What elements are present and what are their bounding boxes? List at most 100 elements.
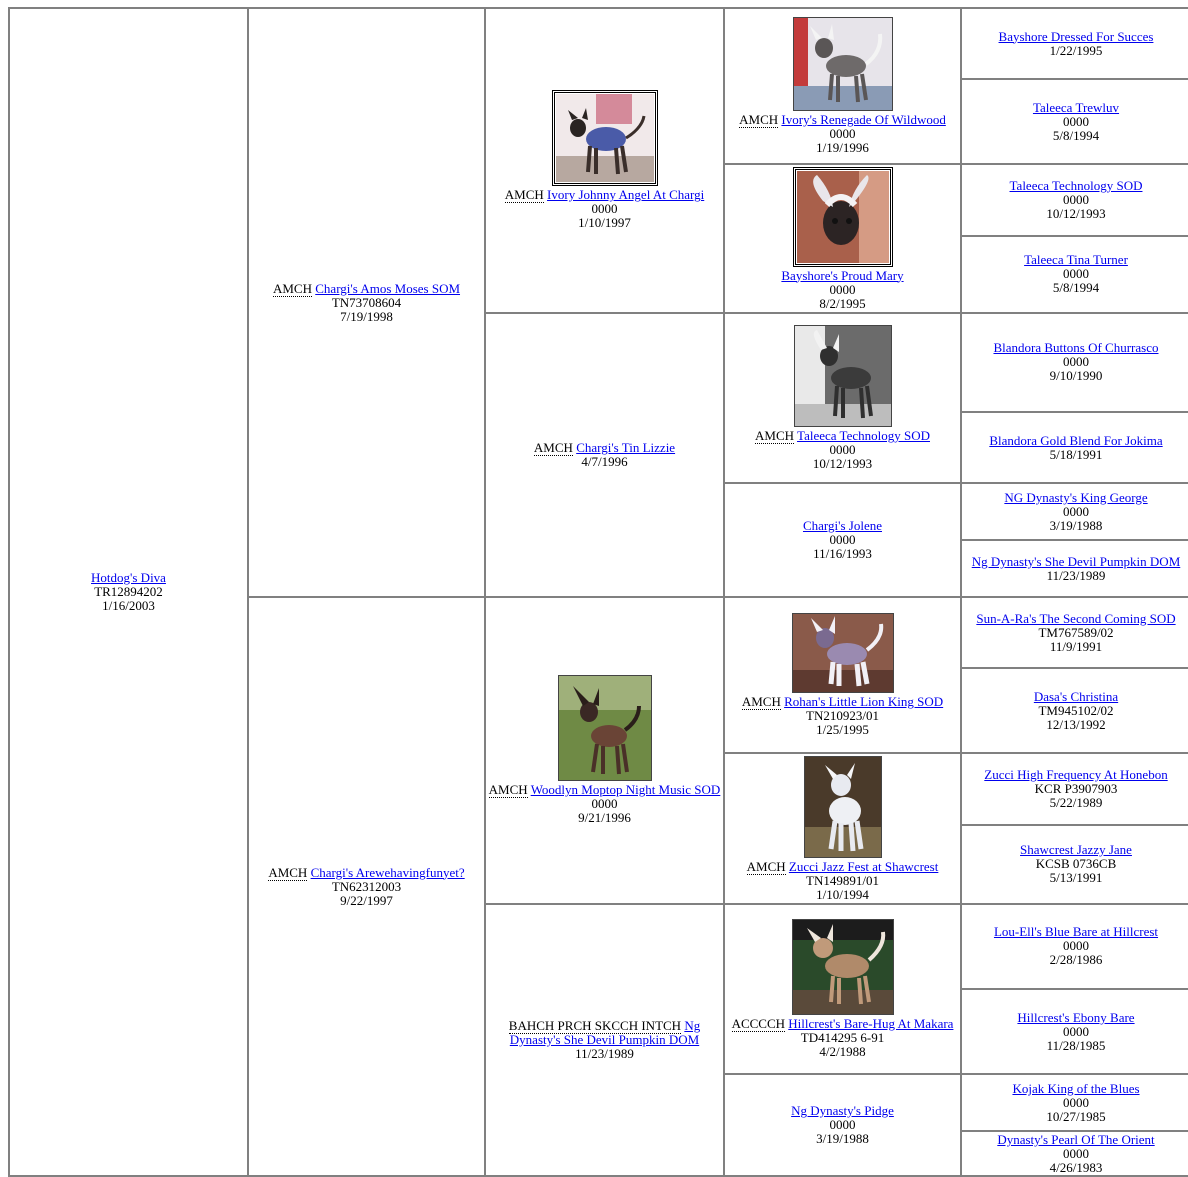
gen4-1-dob: 8/2/1995 [819, 295, 866, 311]
gen5-4-cell: Blandora Buttons Of Churrasco 0000 9/10/… [960, 311, 1188, 414]
gen3-1-link[interactable]: Chargi's Tin Lizzie [576, 439, 676, 455]
gen3-1-dob: 4/7/1996 [581, 453, 628, 469]
gen3-1-title: AMCH [533, 439, 573, 456]
gen5-1-link[interactable]: Taleeca Trewluv [1032, 99, 1120, 115]
gen5-1-dob: 5/8/1994 [1052, 127, 1100, 143]
dog-photo-hillcrests-bare-hug[interactable] [791, 919, 894, 1016]
gen5-2-cell: Taleeca Technology SOD 0000 10/12/1993 [960, 163, 1188, 237]
gen4-7-reg: 0000 [829, 1117, 856, 1133]
gen4-1-link[interactable]: Bayshore's Proud Mary [781, 267, 904, 283]
gen4-6-dob: 4/2/1988 [819, 1044, 866, 1060]
gen4-2-dob: 10/12/1993 [812, 456, 873, 471]
gen5-5-link[interactable]: Blandora Gold Blend For Jokima [989, 432, 1163, 448]
gen5-3-dob: 5/8/1994 [1052, 280, 1100, 296]
dam-reg: TN62312003 [331, 878, 402, 894]
dog-photo-ivorys-renegade[interactable] [792, 17, 893, 112]
gen5-3-link[interactable]: Taleeca Tina Turner [1024, 252, 1128, 268]
subject-cell: Hotdog's Diva TR12894202 1/16/2003 [8, 7, 249, 1177]
gen5-12-reg: 0000 [1063, 938, 1089, 954]
gen4-1-reg: 0000 [829, 281, 856, 297]
gen5-10-reg: KCR P3907903 [1034, 781, 1118, 797]
gen3-2-title: AMCH [488, 782, 528, 799]
gen5-12-cell: Lou-Ell's Blue Bare at Hillcrest 0000 2/… [960, 902, 1188, 991]
gen4-7-dob: 3/19/1988 [816, 1131, 869, 1147]
gen5-6-dob: 3/19/1988 [1049, 517, 1103, 533]
sire-dam-cell: AMCH Chargi's Tin Lizzie 4/7/1996 [484, 311, 725, 599]
gen4-5-title: AMCH [746, 858, 786, 875]
gen4-2-title: AMCH [755, 428, 795, 444]
gen5-10-dob: 5/22/1989 [1049, 795, 1103, 811]
dog-photo-woodlyn-moptop[interactable] [557, 675, 652, 782]
gen4-5-link[interactable]: Zucci Jazz Fest at Shawcrest [788, 858, 939, 874]
gen5-7-dob: 11/23/1989 [1046, 567, 1106, 583]
gen5-10-link[interactable]: Zucci High Frequency At Honebon [984, 767, 1168, 783]
dam-cell: AMCH Chargi's Arewehavingfunyet? TN62312… [247, 596, 486, 1177]
gen5-13-link[interactable]: Hillcrest's Ebony Bare [1017, 1009, 1135, 1025]
sire-sire-cell: AMCH Ivory Johnny Angel At Chargi 0000 1… [484, 7, 725, 314]
gen4-0-reg: 0000 [829, 126, 856, 142]
gen4-4-dob: 1/25/1995 [816, 722, 869, 738]
dog-photo-zucci-jazz-fest[interactable] [803, 755, 882, 858]
gen4-0-title: AMCH [739, 112, 779, 129]
gen5-11-link[interactable]: Shawcrest Jazzy Jane [1020, 842, 1132, 858]
gen5-14-link[interactable]: Kojak King of the Blues [1012, 1080, 1140, 1096]
gen3-3-title: BAHCH PRCH SKCCH INTCH [508, 1017, 682, 1034]
gen5-8-link[interactable]: Sun-A-Ra's The Second Coming SOD [976, 610, 1176, 626]
gen4-3-link[interactable]: Chargi's Jolene [802, 518, 882, 534]
dam-link[interactable]: Chargi's Arewehavingfunyet? [310, 864, 465, 880]
gen4-0-link[interactable]: Ivory's Renegade Of Wildwood [781, 112, 946, 128]
gen4-4-link[interactable]: Rohan's Little Lion King SOD [784, 694, 944, 710]
gen4-4-reg: TN210923/01 [806, 708, 879, 724]
gen5-2-link[interactable]: Taleeca Technology SOD [1009, 177, 1143, 193]
sire-reg: TN73708604 [331, 294, 402, 310]
gen3-3-link[interactable]: Ng Dynasty's She Devil Pumpkin DOM [509, 1017, 701, 1047]
gen5-6-link[interactable]: NG Dynasty's King George [1004, 489, 1148, 505]
gen5-11-dob: 5/13/1991 [1049, 870, 1103, 886]
sire-link[interactable]: Chargi's Amos Moses SOM [315, 280, 461, 296]
gen5-12-link[interactable]: Lou-Ell's Blue Bare at Hillcrest [993, 924, 1159, 940]
gen4-3-reg: 0000 [829, 532, 856, 548]
gen4-5-reg: TN149891/01 [806, 872, 879, 888]
gen4-2-link[interactable]: Taleeca Technology SOD [797, 428, 930, 443]
gen3-2-link[interactable]: Woodlyn Moptop Night Music SOD [530, 782, 721, 798]
gen5-7-link[interactable]: Ng Dynasty's She Devil Pumpkin DOM [971, 553, 1181, 569]
gen4-1-cell: Bayshore's Proud Mary 0000 8/2/1995 [723, 163, 962, 314]
gen5-7-cell: Ng Dynasty's She Devil Pumpkin DOM 11/23… [960, 539, 1188, 599]
gen5-9-dob: 12/13/1992 [1046, 716, 1106, 732]
gen5-3-reg: 0000 [1063, 266, 1089, 282]
subject-link[interactable]: Hotdog's Diva [91, 570, 166, 585]
dam-sire-cell: AMCH Woodlyn Moptop Night Music SOD 0000… [484, 596, 725, 905]
gen5-13-cell: Hillcrest's Ebony Bare 0000 11/28/1985 [960, 988, 1188, 1076]
dog-photo-bayshores-proud-mary[interactable] [792, 166, 893, 267]
gen5-1-cell: Taleeca Trewluv 0000 5/8/1994 [960, 78, 1188, 166]
dog-photo-taleeca-technology[interactable] [793, 325, 892, 427]
dog-photo-rohans-little-lion-king[interactable] [791, 613, 894, 694]
gen4-6-link[interactable]: Hillcrest's Bare-Hug At Makara [788, 1016, 954, 1032]
dam-dam-cell: BAHCH PRCH SKCCH INTCH Ng Dynasty's She … [484, 902, 725, 1177]
gen5-15-link[interactable]: Dynasty's Pearl Of The Orient [997, 1131, 1155, 1147]
gen5-5-dob: 5/18/1991 [1049, 446, 1103, 462]
dam-title: AMCH [268, 864, 308, 881]
gen4-3-cell: Chargi's Jolene 0000 11/16/1993 [723, 482, 962, 599]
gen5-4-dob: 9/10/1990 [1049, 368, 1103, 384]
gen4-3-dob: 11/16/1993 [813, 546, 872, 562]
gen5-9-link[interactable]: Dasa's Christina [1033, 688, 1119, 704]
gen5-0-link[interactable]: Bayshore Dressed For Succes [998, 28, 1154, 44]
dog-photo-ivory-johnny-angel[interactable] [551, 90, 658, 187]
dam-dob: 9/22/1997 [340, 892, 393, 908]
gen4-7-cell: Ng Dynasty's Pidge 0000 3/19/1988 [723, 1073, 962, 1177]
gen4-2-reg: 0000 [829, 442, 856, 457]
gen5-9-reg: TM945102/02 [1038, 702, 1114, 718]
gen3-0-dob: 1/10/1997 [578, 215, 631, 231]
gen4-0-dob: 1/19/1996 [816, 140, 869, 156]
gen5-11-cell: Shawcrest Jazzy Jane KCSB 0736CB 5/13/19… [960, 823, 1188, 905]
gen5-4-reg: 0000 [1063, 354, 1089, 370]
gen4-7-link[interactable]: Ng Dynasty's Pidge [791, 1103, 894, 1119]
gen5-4-link[interactable]: Blandora Buttons Of Churrasco [993, 340, 1159, 356]
gen5-8-reg: TM767589/02 [1038, 624, 1114, 640]
gen3-0-link[interactable]: Ivory Johnny Angel At Chargi [547, 187, 705, 203]
gen3-2-dob: 9/21/1996 [578, 810, 631, 826]
gen5-6-cell: NG Dynasty's King George 0000 3/19/1988 [960, 482, 1188, 542]
subject-reg: TR12894202 [94, 584, 163, 599]
gen5-8-dob: 11/9/1991 [1049, 638, 1103, 654]
